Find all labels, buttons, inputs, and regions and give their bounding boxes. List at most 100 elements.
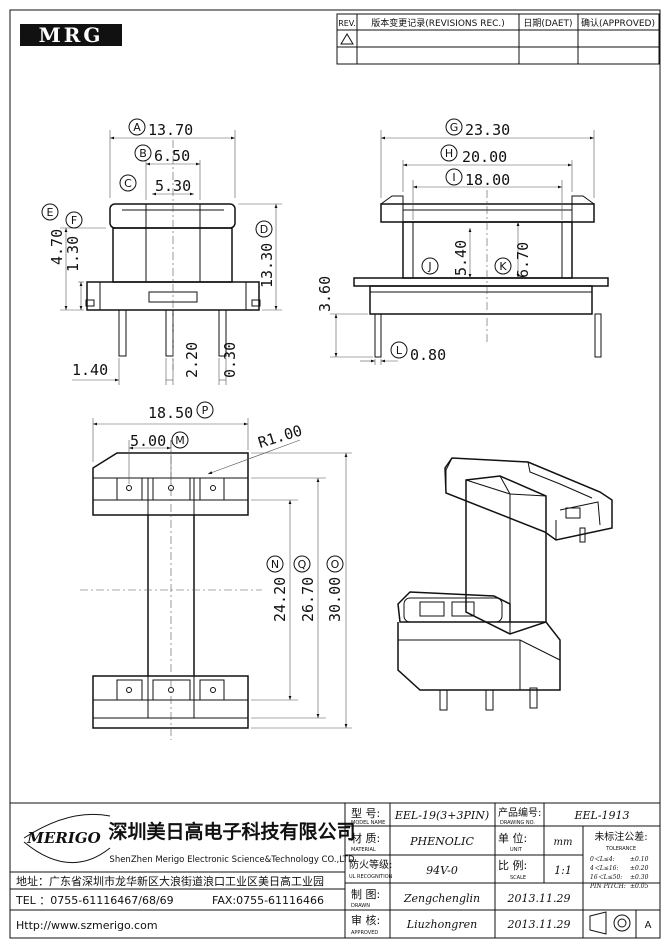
company-en: ShenZhen Merigo Electronic Science&Techn… xyxy=(109,855,355,865)
fire-label-en: UL RECOGNITION xyxy=(349,874,393,880)
tol-value-4: ±0.05 xyxy=(630,883,649,890)
scale-label: 比 例: xyxy=(498,858,527,872)
svg-text:6.70: 6.70 xyxy=(514,242,532,278)
tolerance-label: 未标注公差: xyxy=(594,830,647,843)
svg-text:O: O xyxy=(331,558,340,571)
drawn-label: 制 图: xyxy=(351,888,380,901)
tol-range-1: 0＜L≤4: xyxy=(590,856,615,863)
svg-text:4.70: 4.70 xyxy=(48,229,66,265)
approved-date: 2013.11.29 xyxy=(507,918,571,931)
unit-value: mm xyxy=(554,837,573,848)
unit-label-en: UNIT xyxy=(510,847,523,853)
front-view xyxy=(60,130,282,385)
revision-triangle-icon xyxy=(340,33,354,45)
drawing-label-en: DRAWING NO. xyxy=(500,820,535,826)
front-dim-a: A 13.70 xyxy=(128,118,193,139)
company-cn: 深圳美日高电子科技有限公司 xyxy=(108,820,355,843)
svg-text:5.00: 5.00 xyxy=(130,432,166,450)
mrg-logo: MRG xyxy=(20,23,122,47)
website: Http://www.szmerigo.com xyxy=(16,919,158,932)
side-dim-i: I 18.00 xyxy=(445,168,510,189)
tol-range-4: PIN PITCH: xyxy=(589,883,626,890)
drawn-date: 2013.11.29 xyxy=(507,892,571,905)
svg-text:13.30: 13.30 xyxy=(258,243,276,288)
svg-text:J: J xyxy=(427,260,431,273)
svg-text:K: K xyxy=(499,260,507,273)
svg-text:30.00: 30.00 xyxy=(326,577,344,622)
top-view xyxy=(80,418,352,740)
svg-text:18.50: 18.50 xyxy=(148,404,193,422)
material-label-en: MATERIAL xyxy=(351,847,376,853)
svg-text:1.30: 1.30 xyxy=(64,236,82,272)
svg-text:Q: Q xyxy=(298,558,307,571)
svg-text:5.40: 5.40 xyxy=(452,240,470,276)
side-dim-l: L 0.80 xyxy=(390,341,446,364)
material-label: 材 质: xyxy=(351,831,380,845)
drawing-value: EEL-1913 xyxy=(573,809,629,822)
brand-logo: MERIGO xyxy=(26,829,100,847)
rev-header-date: 日期(DAET) xyxy=(523,18,572,29)
scale-value: 1:1 xyxy=(554,864,572,877)
drawn-label-en: DRAWN xyxy=(351,903,370,909)
tol-value-2: ±0.20 xyxy=(630,865,649,872)
svg-text:23.30: 23.30 xyxy=(465,121,510,139)
svg-text:24.20: 24.20 xyxy=(271,577,289,622)
model-label-en: MODEL NAME xyxy=(351,820,385,826)
tolerance-label-en: TOLERANCE xyxy=(605,846,636,852)
tol-value-3: ±0.30 xyxy=(630,874,649,881)
side-dim-j: J 5.40 xyxy=(421,240,470,276)
side-dim-h: H 20.00 xyxy=(440,144,507,166)
top-dim-m: M 5.00 xyxy=(130,431,189,450)
projection-symbol-icon xyxy=(589,911,631,935)
side-view xyxy=(330,130,609,365)
svg-text:5.30: 5.30 xyxy=(155,177,191,195)
top-dim-q: Q 26.70 xyxy=(293,555,317,622)
fire-value: 94V-0 xyxy=(426,864,458,877)
side-dim-g: G 23.30 xyxy=(445,118,510,139)
revision-table: REV. 版本变更记录(REVISIONS REC.) 日期(DAET) 确认(… xyxy=(336,13,660,65)
drawn-value: Zengchenglin xyxy=(403,892,480,905)
front-dim-e: E 4.70 xyxy=(41,203,66,265)
front-dim-f: F 1.30 xyxy=(64,211,83,272)
front-dim-b: B 6.50 xyxy=(134,144,190,165)
tol-value-1: ±0.10 xyxy=(630,856,649,863)
svg-text:20.00: 20.00 xyxy=(462,148,507,166)
svg-text:B: B xyxy=(139,147,147,160)
svg-text:26.70: 26.70 xyxy=(299,577,317,622)
model-value: EEL-19(3+3PIN) xyxy=(394,809,489,822)
approved-label-en: APPROVED xyxy=(351,930,378,936)
rev-header-approved: 确认(APPROVED) xyxy=(581,17,655,29)
front-dim-c: C 5.30 xyxy=(119,174,191,195)
svg-text:P: P xyxy=(202,404,209,417)
svg-text:D: D xyxy=(260,223,268,236)
side-dim-height: 3.60 xyxy=(316,276,334,312)
sheet-border xyxy=(9,9,661,939)
title-block: MERIGO 深圳美日高电子科技有限公司 ShenZhen Merigo Ele… xyxy=(9,802,661,939)
approved-value: Liuzhongren xyxy=(406,918,477,931)
front-dim-d: D 13.30 xyxy=(255,220,276,288)
front-dim-pin-b: 0.30 xyxy=(221,342,239,378)
approved-label: 审 核: xyxy=(351,913,380,927)
address: 地址：广东省深圳市龙华新区大浪街道浪口工业区美日高工业园 xyxy=(16,874,324,888)
isometric-view xyxy=(397,457,613,711)
svg-text:C: C xyxy=(124,177,132,190)
drawing-label: 产品编号: xyxy=(498,806,541,819)
svg-text:G: G xyxy=(450,121,459,134)
rev-mark: A xyxy=(645,920,652,931)
fire-label: 防火等级: xyxy=(349,858,392,871)
svg-text:13.70: 13.70 xyxy=(148,121,193,139)
rev-header-record: 版本变更记录(REVISIONS REC.) xyxy=(371,17,505,29)
top-dim-p: P 18.50 xyxy=(148,401,214,422)
top-dim-o: O 30.00 xyxy=(326,555,344,622)
front-dim-pin-a: 2.20 xyxy=(183,342,201,378)
svg-text:6.50: 6.50 xyxy=(154,147,190,165)
svg-text:L: L xyxy=(396,344,403,357)
front-dim-pitch-left: 1.40 xyxy=(72,361,108,379)
tol-range-2: 4＜L≤16: xyxy=(589,865,619,872)
svg-text:N: N xyxy=(271,558,279,571)
rev-header-rev: REV. xyxy=(338,19,356,28)
svg-text:0.80: 0.80 xyxy=(410,346,446,364)
model-label: 型 号: xyxy=(351,806,380,820)
side-dim-k: K 6.70 xyxy=(494,242,532,278)
tel: TEL ：0755-61116467/68/69 xyxy=(15,894,174,907)
